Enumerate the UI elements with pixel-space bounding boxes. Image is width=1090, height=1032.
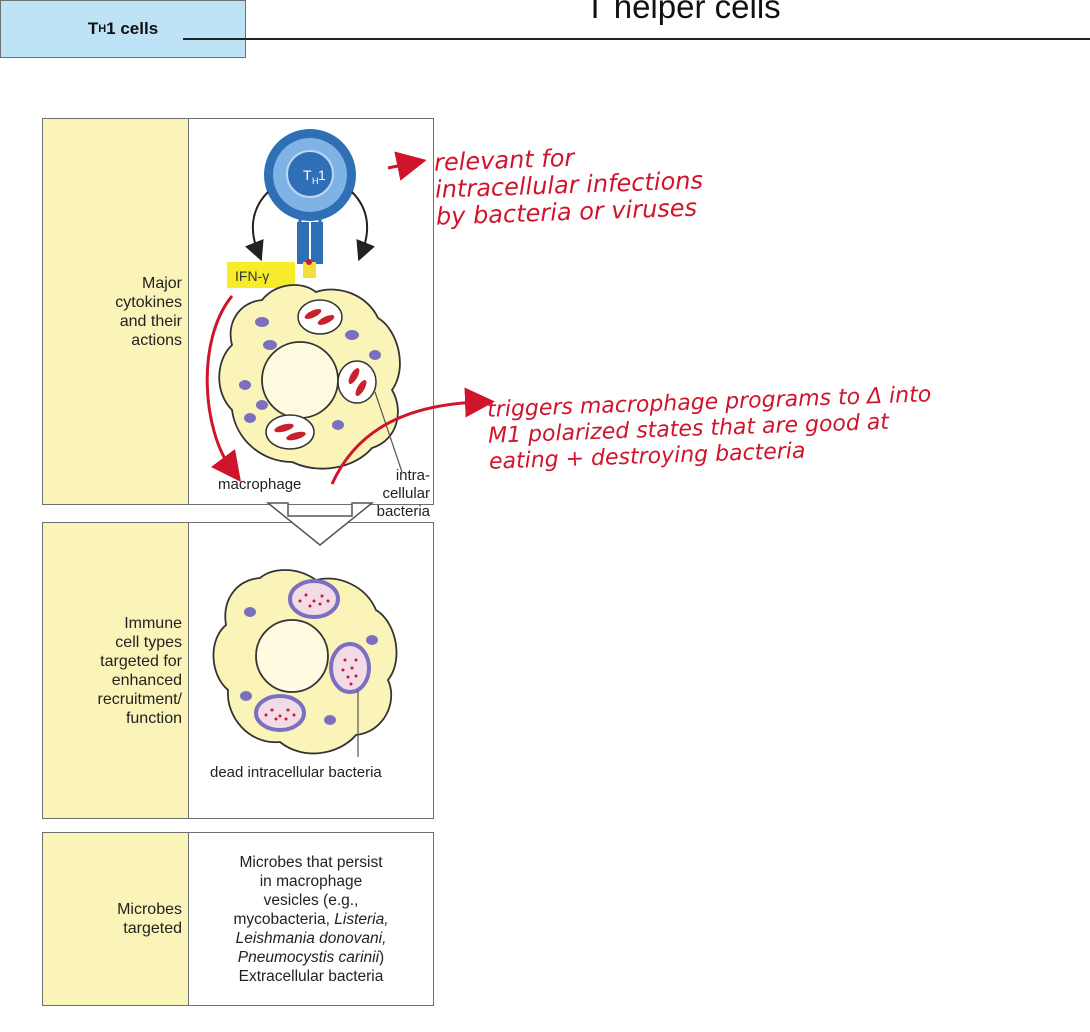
annotation-triggers: triggers macrophage programs to Δ into M…: [487, 382, 934, 475]
macrophage-bottom: [212, 569, 398, 755]
label-line: cytokines: [115, 293, 182, 311]
leader-intracellular: [374, 391, 403, 473]
label-line: targeted for: [100, 652, 182, 670]
red-arrow-note2: [330, 387, 495, 485]
ifn-gamma-label: IFN-γ: [235, 268, 269, 284]
microbes-text-italic: Listeria,: [334, 910, 389, 928]
header-rest: 1 cells: [106, 19, 159, 38]
header-main: T: [87, 19, 99, 38]
row-label-microbes: Microbes targeted: [42, 832, 190, 1006]
microbes-line: Pneumocystis carinii): [238, 948, 384, 967]
label-line: recruitment/: [97, 690, 182, 708]
label-line: actions: [131, 331, 182, 349]
microbes-line: Microbes that persist: [239, 853, 383, 871]
microbes-line: Leishmania donovani,: [235, 929, 387, 947]
label-line: targeted: [123, 920, 182, 937]
th1-cell-label-sub: H: [312, 176, 319, 186]
microbes-text: Microbes that persist in macrophage vesi…: [190, 834, 432, 1004]
microbes-panel: [188, 832, 434, 1006]
label-line: Immune: [124, 614, 182, 632]
macrophage-label: macrophage: [218, 476, 301, 493]
row-label-immune: Immune cell types targeted for enhanced …: [42, 522, 190, 819]
arrow-left-black: [245, 191, 269, 262]
annotation-relevant: relevant for intracellular infections by…: [434, 140, 705, 231]
microbes-line: in macrophage: [259, 872, 363, 890]
red-arrow-note1: [387, 151, 427, 181]
microbes-text-plain: ): [379, 948, 385, 966]
ifn-gamma-badge: [227, 262, 295, 288]
arrow-right-black: [351, 191, 375, 262]
microbes-line: vesicles (e.g.,: [263, 891, 359, 909]
th1-cell: T H 1: [264, 129, 356, 278]
red-arrow-ifn: [205, 295, 241, 483]
title-rule: [183, 38, 1090, 40]
intracellular-line-1: intra-: [396, 467, 430, 484]
microbes-text-plain: mycobacteria,: [233, 910, 335, 928]
intracellular-line-3: bacteria: [377, 503, 431, 520]
th1-cell-label: T: [303, 167, 312, 183]
microbes-line: mycobacteria, Listeria,: [233, 910, 388, 929]
header-sub: H: [98, 23, 107, 35]
label-line: enhanced: [111, 671, 182, 689]
row-label-cytokines: Major cytokines and their actions: [42, 118, 190, 505]
microbes-line: Extracellular bacteria: [238, 967, 384, 985]
row-label-microbes-bg: [42, 832, 190, 1006]
th1-cell-label-rest: 1: [318, 167, 326, 183]
label-line: Major: [141, 274, 182, 292]
label-line: cell types: [115, 633, 182, 651]
label-line: and their: [119, 312, 182, 330]
microbes-text-italic: Pneumocystis carinii: [237, 948, 380, 966]
macrophage-top: [218, 284, 401, 470]
dead-bacteria-label: dead intracellular bacteria: [210, 764, 382, 781]
page-title: T helper cells: [585, 0, 781, 25]
down-arrow: [265, 502, 375, 546]
label-line: function: [125, 709, 182, 727]
label-line: Microbes: [117, 901, 182, 918]
intracellular-line-2: cellular: [382, 485, 430, 502]
